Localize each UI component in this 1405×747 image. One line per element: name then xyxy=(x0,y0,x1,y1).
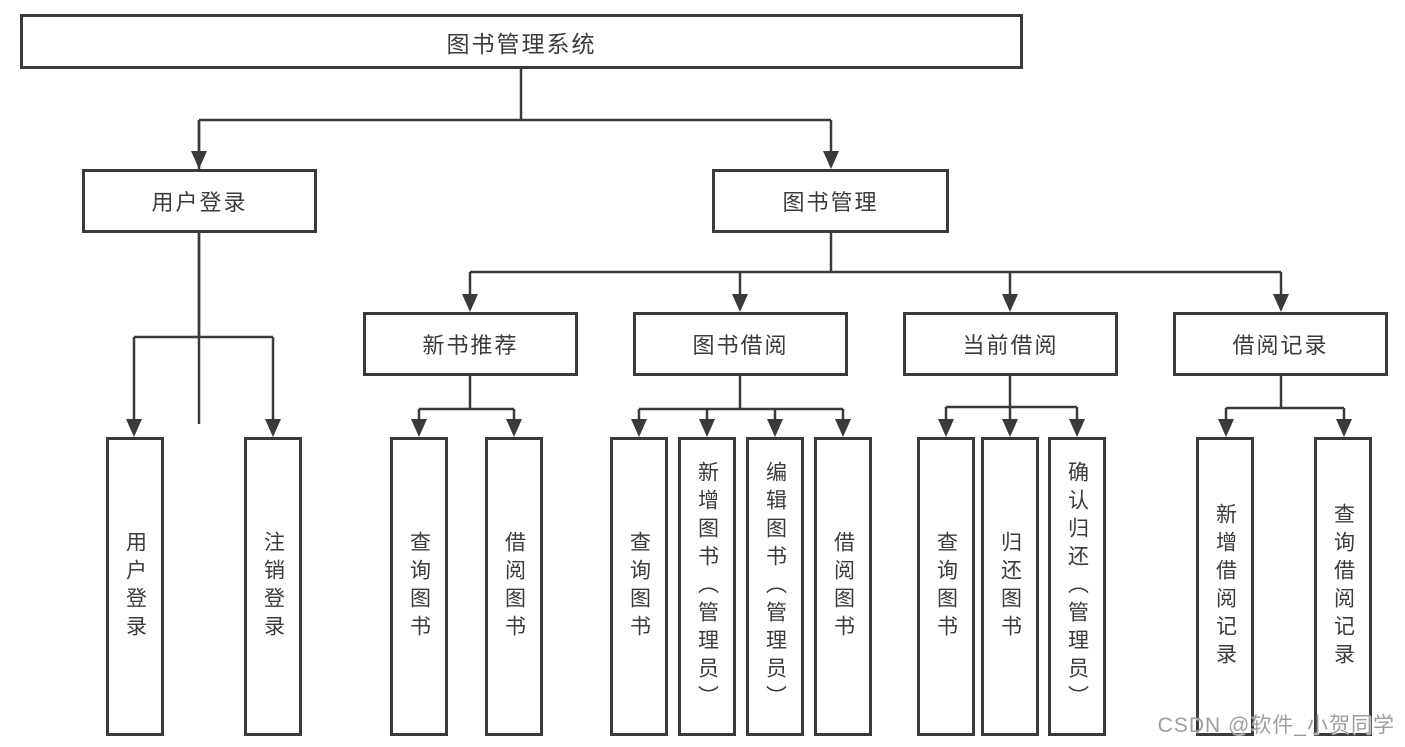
connector-current-borrow-to-leaves xyxy=(944,376,1079,424)
node-user-login: 用户登录 xyxy=(82,169,317,233)
leaf-query-borrow-record: 查询借阅记录 xyxy=(1314,437,1372,736)
leaf-borrow-books: 借阅图书 xyxy=(814,437,872,736)
node-book-borrow: 图书借阅 xyxy=(633,312,848,376)
connector-user-login-to-leaves xyxy=(132,233,275,424)
leaf-return-books: 归还图书 xyxy=(981,437,1039,736)
connector-new-book-recommend-to-leaves xyxy=(417,376,516,424)
leaf-query-books: 查询图书 xyxy=(917,437,975,736)
leaf-query-books: 查询图书 xyxy=(390,437,448,736)
watermark: CSDN @软件_小贺同学 xyxy=(1157,714,1395,737)
node-borrow-records: 借阅记录 xyxy=(1173,312,1388,376)
leaf-borrow-books: 借阅图书 xyxy=(485,437,543,736)
leaf-query-books: 查询图书 xyxy=(610,437,668,736)
node-book-management: 图书管理 xyxy=(712,169,949,233)
leaf-add-book-admin: 新增图书（管理员） xyxy=(678,437,736,736)
connector-book-management-to-level3 xyxy=(468,233,1283,299)
node-current-borrow: 当前借阅 xyxy=(903,312,1118,376)
leaf-logout-login: 注销登录 xyxy=(244,437,302,736)
node-new-book-recommend: 新书推荐 xyxy=(363,312,578,376)
arrowheads xyxy=(126,151,1352,437)
leaf-confirm-return-admin: 确认归还（管理员） xyxy=(1048,437,1106,736)
leaf-edit-book-admin: 编辑图书（管理员） xyxy=(746,437,804,736)
connector-book-borrow-to-leaves xyxy=(637,376,845,424)
connector-borrow-records-to-leaves xyxy=(1224,376,1346,424)
node-root: 图书管理系统 xyxy=(20,14,1023,69)
leaf-user-login: 用户登录 xyxy=(106,437,164,736)
leaf-add-borrow-record: 新增借阅记录 xyxy=(1196,437,1254,736)
